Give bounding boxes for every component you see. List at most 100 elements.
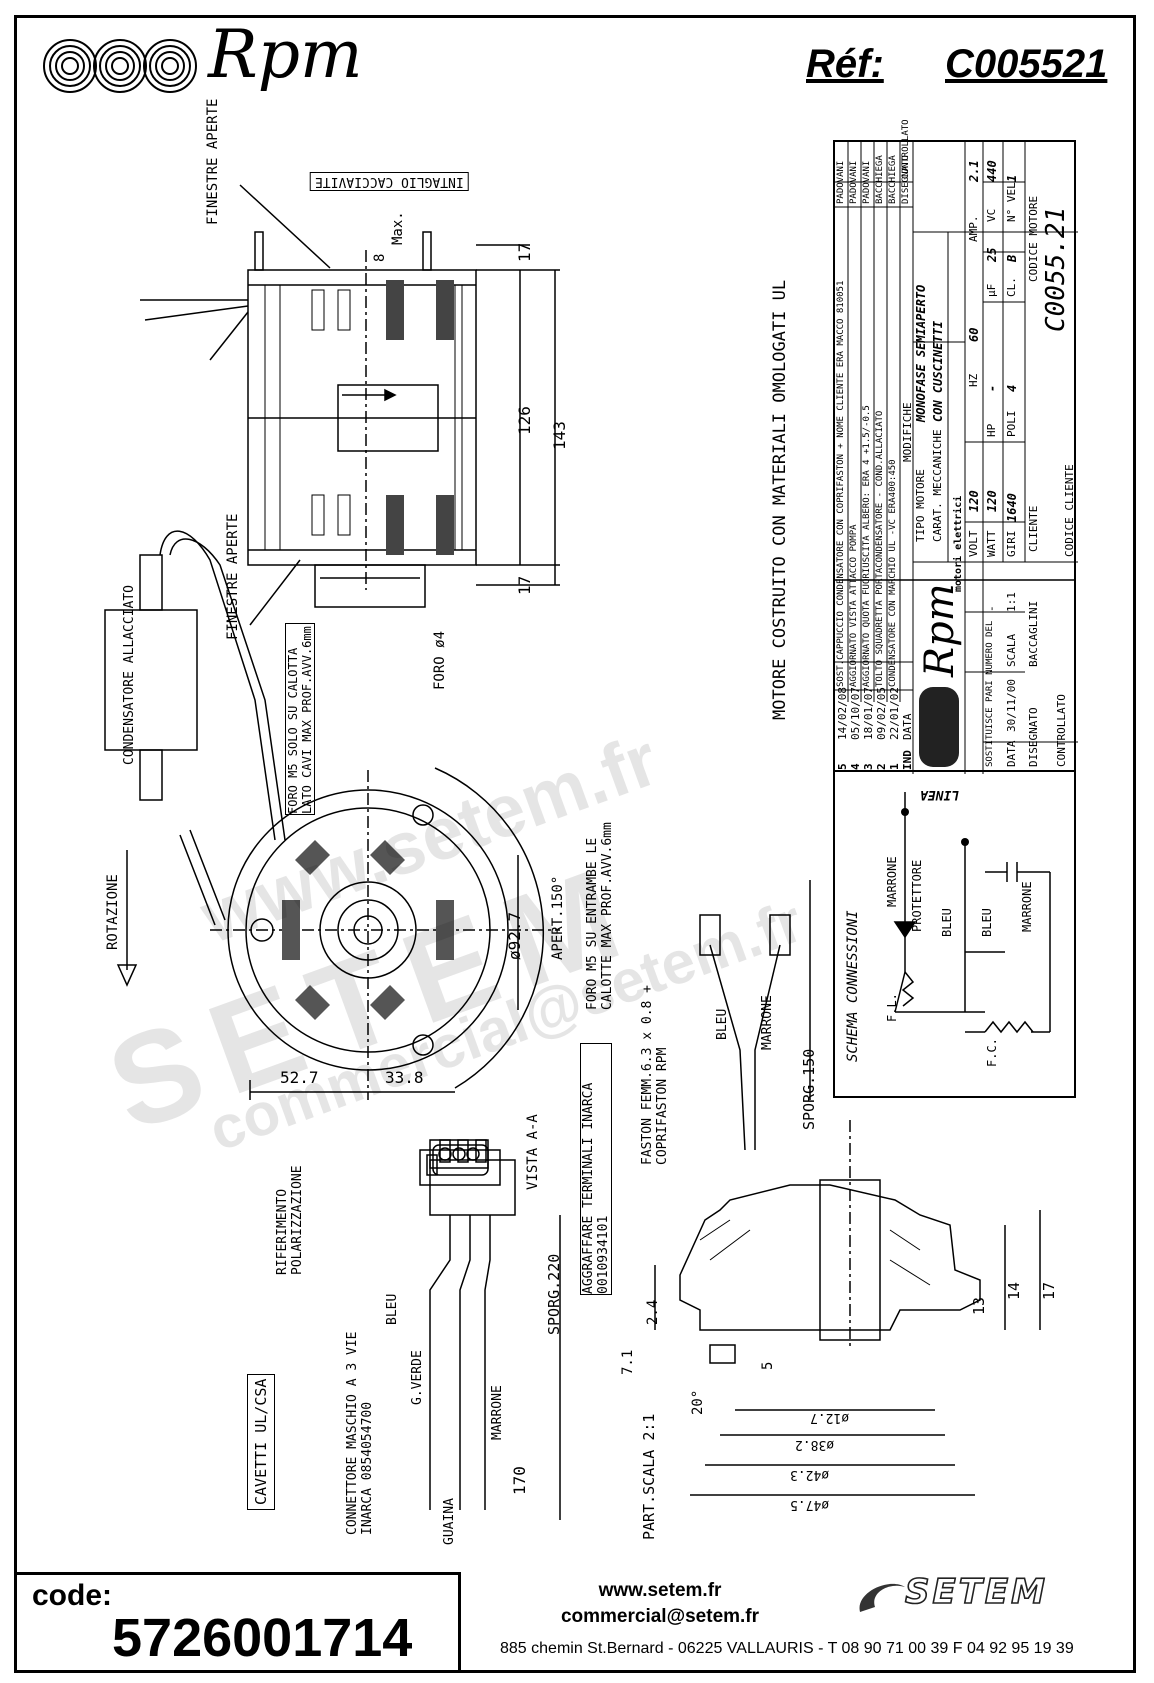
faston-marrone-label: MARRONE (760, 995, 775, 1050)
dim-17-bottom: 17 (515, 575, 534, 595)
rev-4-desc: AGGIORNATO VISTA ATTACCO POMPA (849, 524, 859, 687)
data-value: 30/11/00 (1005, 679, 1018, 732)
footer-address: 885 chemin St.Bernard - 06225 VALLAURIS … (500, 1640, 1074, 1657)
angle20-label: 20° (690, 1389, 706, 1415)
pump-section (679, 1184, 981, 1331)
capacitor-body (104, 609, 198, 751)
company-logo-icon (919, 687, 959, 767)
vista-label: VISTA A-A (525, 1114, 541, 1190)
hp-value: - (985, 384, 999, 392)
schema-bleu2-label: BLEU (980, 908, 994, 937)
footer-web-link[interactable]: www.setem.fr (598, 1580, 722, 1601)
bleu-label: BLEU (385, 1293, 400, 1325)
rev-3-date: 18/01/07 (862, 687, 875, 740)
max-label: Max. (390, 211, 406, 245)
rev-header-data: DATA (901, 713, 914, 741)
guaina-label: GUAINA (442, 1498, 457, 1545)
cavetti-label: CAVETTI UL/CSA (247, 1373, 275, 1510)
giri-value: 1640 (1005, 493, 1019, 522)
sostituisce-label: SOSTITUISCE PARI NUMERO DEL (985, 620, 995, 767)
rev-4-number: 4 (849, 763, 862, 770)
schema-connessioni-box: SCHEMA CONNESSIONI LINEA MARRONE PROTETT… (833, 770, 1076, 1098)
carat-value: CON CUSCINETTI (931, 320, 945, 422)
hz-value: 60 (967, 327, 981, 342)
connettore-label: CONNETTORE MASCHIO A 3 VIE INARCA 085405… (345, 1331, 375, 1536)
faston-bleu-label: BLEU (715, 1008, 730, 1040)
brand-name: Rpm (208, 16, 363, 93)
ref-value: C005521 (945, 42, 1108, 86)
dim13-label: 13 (970, 1296, 988, 1315)
amp-value: 2.1 (967, 160, 981, 182)
rev-2-date: 09/02/05 (875, 687, 888, 740)
rev-1-by: BACCHIEGA (888, 155, 898, 204)
uf-label: µF (985, 283, 998, 297)
data-label: DATA (1005, 740, 1018, 768)
company-name: Rpm (917, 583, 963, 677)
rev-2-by: BACCHIEGA (875, 155, 885, 204)
d24-label: 2.4 (645, 1299, 661, 1325)
codice-motore-value: C0055.21 (1041, 206, 1071, 332)
schema-fl-label: F.L. (885, 993, 899, 1022)
rev-5-desc: SOST.CAPPUCCIO CONDENSATORE CON COPRIFAS… (836, 280, 846, 687)
volt-value: 120 (967, 490, 981, 512)
aggraffare-label: AGGRAFFARE TERMINALI INARCA 0010934101 (580, 1043, 612, 1295)
footer-contact: www.setem.fr commercial@setem.fr (470, 1578, 850, 1630)
part-scala-label: PART.SCALA 2:1 (640, 1413, 658, 1540)
sostituisce-value: - (985, 605, 998, 612)
tipo-motore-label: TIPO MOTORE (914, 469, 927, 542)
d52-label: 52.7 (280, 1068, 319, 1087)
watt-value: 120 (985, 490, 999, 512)
footer-email-link[interactable]: commercial@setem.fr (560, 1606, 760, 1627)
foro4-label: FORO ø4 (432, 630, 448, 690)
gverde-label: G.VERDE (410, 1350, 425, 1405)
rev-5-number: 5 (836, 763, 849, 770)
watt-label: WATT (985, 530, 998, 558)
rev-1-number: 1 (888, 763, 901, 770)
schema-protettore-label: PROTETTORE (910, 859, 924, 932)
rev-2-desc: TOLTO SQUADRETTA PORTACONDENSATORE - CON… (875, 410, 885, 687)
condensatore-label: CONDENSATORE ALLACCIATO (122, 584, 137, 765)
rev-header-modifiche: MODIFICHE (901, 402, 914, 462)
title-block-grid (835, 142, 1078, 774)
foro-m5-label: FORO M5 SOLO SU CALOTTA LATO CAVI MAX PR… (285, 623, 315, 815)
code-value: 5726001714 (112, 1608, 413, 1668)
dim5-label: 5 (760, 1361, 776, 1370)
d71-label: 7.1 (620, 1349, 636, 1375)
finestre-aperte-bottom-label: FINESTRE APERTE (225, 513, 241, 640)
rev-5-by: PADOVANI (836, 160, 846, 204)
disegnato-value: BACCAGLINI (1027, 600, 1040, 667)
rev-1-date: 22/01/02 (888, 687, 901, 740)
schema-bleu1-label: BLEU (940, 908, 954, 937)
rev-header-ind: IND (901, 750, 914, 770)
drawing-frame (14, 15, 1136, 1673)
amp-label: AMP. (967, 215, 980, 243)
main-note: MOTORE COSTRUITO CON MATERIALI OMOLOGATI… (770, 279, 790, 720)
dim170-label: 170 (510, 1466, 529, 1495)
rev-1-desc: CONDENSATORE CON MARCHIO UL -VC ERA400:4… (888, 459, 898, 687)
rev-header-controllato: CONTROLLATO (901, 119, 911, 179)
vc-value: 440 (985, 160, 999, 182)
rev-4-by: PADOVANI (849, 160, 859, 204)
d12-label: ø12.7 (810, 1410, 850, 1425)
d47-label: ø47.5 (790, 1497, 830, 1512)
ref-label: Réf: (806, 42, 884, 86)
carat-label: CARAT. MECCANICHE (931, 429, 944, 542)
wiring-diagram (893, 792, 1051, 1034)
d42-label: ø42.3 (790, 1467, 830, 1482)
title-block: 5 14/02/08 SOST.CAPPUCCIO CONDENSATORE C… (833, 119, 1078, 774)
hz-label: HZ (967, 373, 980, 387)
setem-swoosh-icon (859, 1583, 905, 1612)
dim17-label: 17 (1040, 1281, 1058, 1300)
rev-3-desc: AGGIORNATO QUOTA FUORIUSCITA ALBERO: ERA… (862, 405, 872, 687)
controllato-label: CONTROLLATO (1055, 694, 1068, 767)
scala-value: 1:1 (1005, 592, 1018, 612)
finestre-aperte-top-label: FINESTRE APERTE (205, 98, 221, 225)
giri-label: GIRI (1005, 530, 1018, 558)
hp-label: HP (985, 423, 998, 437)
setem-logo: SETEM (904, 1571, 1048, 1613)
uf-value: 25 (985, 247, 999, 262)
rev-4-date: 05/10/07 (849, 687, 862, 740)
schema-marrone2-label: MARRONE (1020, 881, 1034, 932)
rev-3-by: PADOVANI (862, 160, 872, 204)
